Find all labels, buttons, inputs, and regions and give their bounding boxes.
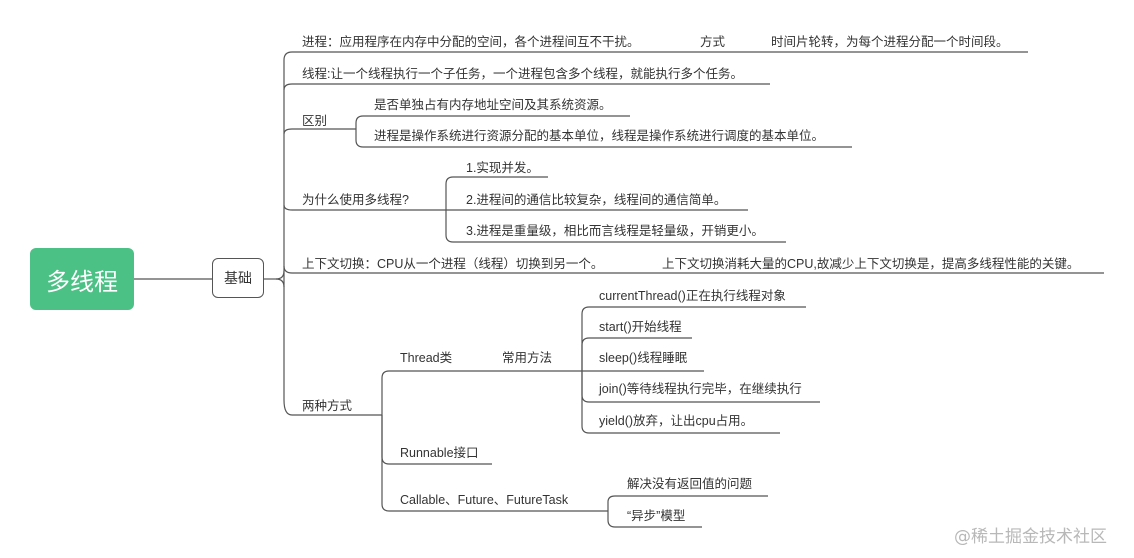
callable-item-2[interactable]: “异步”模型 xyxy=(627,509,686,523)
method-yield[interactable]: yield()放弃，让出cpu占用。 xyxy=(599,414,754,428)
why-item-1-line xyxy=(445,176,548,210)
difference-item-1[interactable]: 是否单独占有内存地址空间及其系统资源。 xyxy=(374,98,612,112)
branch-why xyxy=(283,204,446,211)
branch-context xyxy=(283,265,1104,274)
why-item-2[interactable]: 2.进程间的通信比较复杂，线程间的通信简单。 xyxy=(466,193,727,207)
context-switch-topic[interactable]: 上下文切换：CPU从一个进程（线程）切换到另一个。 xyxy=(302,257,604,271)
callable-item-1[interactable]: 解决没有返回值的问题 xyxy=(627,477,753,491)
diff-item-2-line xyxy=(355,129,852,148)
why-topic[interactable]: 为什么使用多线程? xyxy=(302,193,409,207)
process-way-value[interactable]: 时间片轮转，为每个进程分配一个时间段。 xyxy=(771,35,1009,49)
thread-topic[interactable]: 线程:让一个线程执行一个子任务，一个进程包含多个线程，就能执行多个任务。 xyxy=(302,67,743,81)
process-way-label[interactable]: 方式 xyxy=(700,35,726,49)
process-topic[interactable]: 进程：应用程序在内存中分配的空间，各个进程间互不干扰。 xyxy=(302,35,640,49)
method-1-line xyxy=(581,306,806,371)
thread-class-topic[interactable]: Thread类 xyxy=(400,351,453,365)
watermark: @稀土掘金技术社区 xyxy=(954,527,1107,547)
hub-curve-up xyxy=(275,270,285,280)
thread-class-line xyxy=(381,370,582,415)
runnable-topic[interactable]: Runnable接口 xyxy=(400,446,479,460)
branch-process xyxy=(283,51,680,61)
common-methods-label[interactable]: 常用方法 xyxy=(502,351,553,365)
why-item-3[interactable]: 3.进程是重量级，相比而言线程是轻量级，开销更小。 xyxy=(466,224,764,238)
callable-item-2-line xyxy=(607,511,702,528)
method-5-line xyxy=(581,371,780,434)
hub-curve-down xyxy=(275,278,285,288)
method-start[interactable]: start()开始线程 xyxy=(599,320,682,334)
why-item-3-line xyxy=(445,210,786,243)
difference-item-2[interactable]: 进程是操作系统进行资源分配的基本单位，线程是操作系统进行调度的基本单位。 xyxy=(374,129,825,143)
branch-difference xyxy=(283,128,356,135)
branch-thread xyxy=(283,83,770,91)
why-item-1[interactable]: 1.实现并发。 xyxy=(466,161,539,175)
diff-item-1-line xyxy=(355,115,630,129)
method-2-line xyxy=(581,337,692,371)
method-sleep[interactable]: sleep()线程睡眠 xyxy=(599,351,688,365)
context-switch-detail[interactable]: 上下文切换消耗大量的CPU,故减少上下文切换是，提高多线程性能的关键。 xyxy=(662,257,1080,271)
two-ways-topic[interactable]: 两种方式 xyxy=(302,399,353,413)
root-topic[interactable]: 多线程 xyxy=(30,248,134,310)
difference-topic[interactable]: 区别 xyxy=(302,114,328,128)
hub-topic[interactable]: 基础 xyxy=(212,258,264,298)
method-current-thread[interactable]: currentThread()正在执行线程对象 xyxy=(599,289,786,303)
callable-item-1-line xyxy=(607,495,768,511)
branch-two-ways xyxy=(283,399,382,416)
callable-line xyxy=(381,415,608,512)
method-join[interactable]: join()等待线程执行完毕，在继续执行 xyxy=(599,382,802,396)
callable-topic[interactable]: Callable、Future、FutureTask xyxy=(400,493,569,507)
